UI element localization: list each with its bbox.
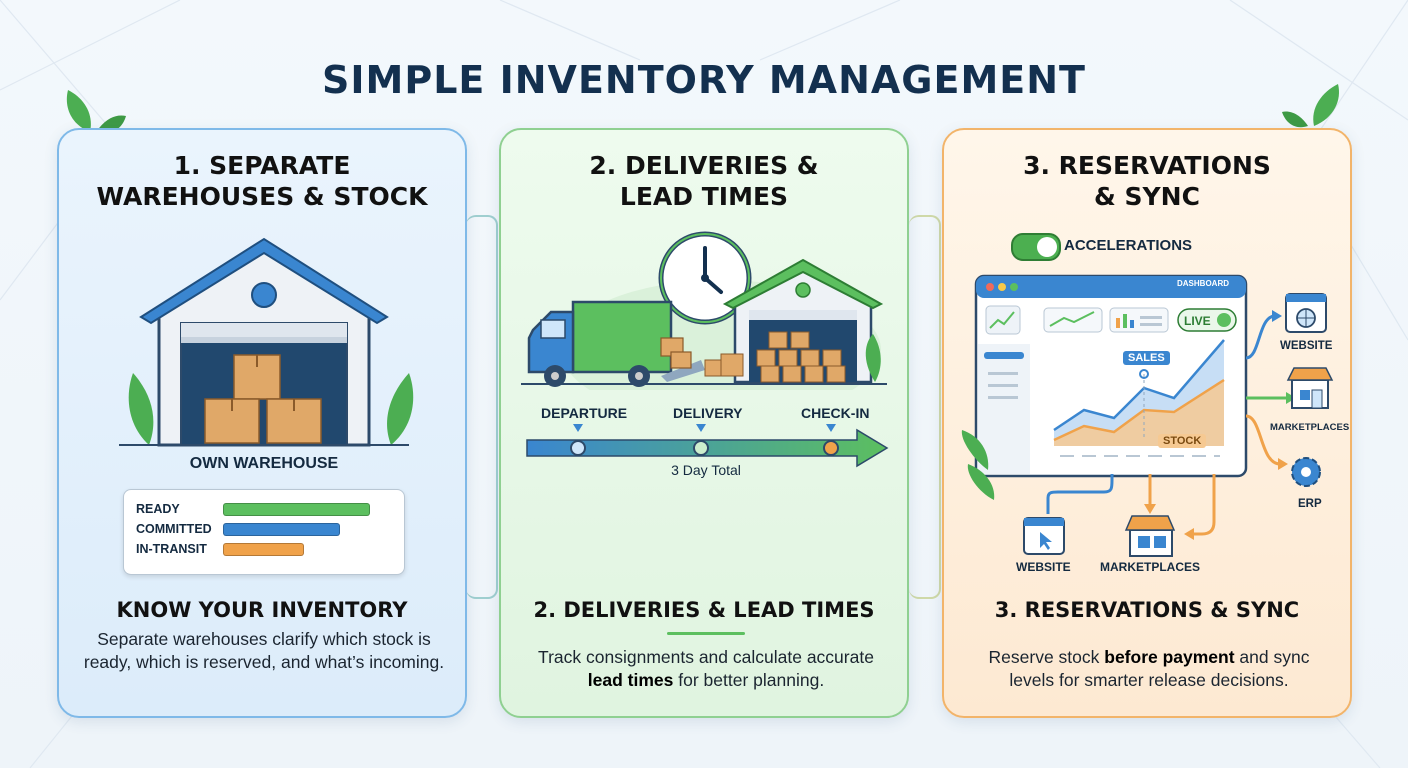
bottom-channel-marketplaces: MARKETPLACES — [1100, 560, 1201, 574]
timeline-arrow — [526, 424, 889, 468]
panel-heading: 3. RESERVATIONS & SYNC — [994, 598, 1300, 622]
sales-label: SALES — [1123, 351, 1170, 365]
globe-icon — [1285, 293, 1327, 333]
warehouse-icon — [521, 258, 887, 385]
toggle-label: ACCELERATIONS — [1064, 237, 1193, 254]
stage-check-in: CHECK-IN — [801, 405, 870, 421]
delivery-scene — [521, 231, 887, 390]
channel-connections — [1245, 293, 1334, 487]
line-chart-icon — [985, 305, 1021, 335]
dashboard-window — [974, 274, 1248, 478]
stage-delivery: DELIVERY — [673, 405, 743, 421]
panel-warehouses: 1. SEPARATE WAREHOUSES & STOCK OWN WAREH… — [57, 128, 467, 718]
panel-title: 1. SEPARATE WAREHOUSES & STOCK — [96, 151, 428, 211]
channel-website: WEBSITE — [1280, 340, 1333, 352]
warehouse-icon — [119, 237, 414, 447]
panel-connector — [909, 215, 941, 599]
leaf-icon — [1282, 84, 1339, 128]
warehouse-label: OWN WAREHOUSE — [189, 455, 339, 472]
panel-reservations: 3. RESERVATIONS & SYNC ACCELERATIONS — [942, 128, 1352, 718]
panel-title: 3. RESERVATIONS & SYNC — [1023, 151, 1271, 211]
channel-marketplaces: MARKETPLACES — [1270, 422, 1350, 433]
panel-deliveries: 2. DELIVERIES & LEAD TIMES — [499, 128, 909, 718]
bottom-channel-website: WEBSITE — [1016, 560, 1071, 574]
heading-underline — [667, 632, 745, 635]
panel-description: Reserve stock before payment and sync le… — [988, 647, 1310, 690]
bottom-channels — [961, 430, 1216, 557]
panel-description: Separate warehouses clarify which stock … — [83, 629, 445, 672]
bar-chart-icon — [1109, 307, 1169, 333]
stock-label: STOCK — [1158, 434, 1207, 448]
bar-label-in-transit: IN-TRANSIT — [136, 542, 207, 556]
dashboard-title: DASHBOARD — [1177, 279, 1229, 288]
timeline-total: 3 Day Total — [671, 462, 741, 478]
bar-in-transit — [223, 543, 304, 556]
live-badge: LIVE — [1184, 314, 1211, 328]
store-icon — [1286, 367, 1334, 409]
panel-description: Track consignments and calculate accurat… — [538, 647, 874, 690]
panel-connector — [466, 215, 498, 599]
clock-icon — [658, 231, 752, 325]
stage-departure: DEPARTURE — [541, 405, 628, 421]
accelerations-toggle[interactable] — [1011, 233, 1061, 261]
stock-status-chart: READY COMMITTED IN-TRANSIT — [123, 489, 405, 575]
store-icon — [1124, 515, 1176, 557]
page-title: SIMPLE INVENTORY MANAGEMENT — [322, 58, 1086, 102]
truck-icon — [527, 300, 705, 387]
gear-icon — [1291, 457, 1321, 487]
panel-title: 2. DELIVERIES & LEAD TIMES — [589, 151, 819, 211]
toggle-knob — [1037, 237, 1057, 257]
channel-erp: ERP — [1298, 498, 1322, 510]
bar-label-ready: READY — [136, 502, 180, 516]
bar-label-committed: COMMITTED — [136, 522, 212, 536]
cursor-icon — [1023, 517, 1065, 555]
panel-heading: 2. DELIVERIES & LEAD TIMES — [533, 598, 875, 622]
bar-committed — [223, 523, 340, 536]
bar-ready — [223, 503, 370, 516]
panel-heading: KNOW YOUR INVENTORY — [116, 598, 408, 622]
